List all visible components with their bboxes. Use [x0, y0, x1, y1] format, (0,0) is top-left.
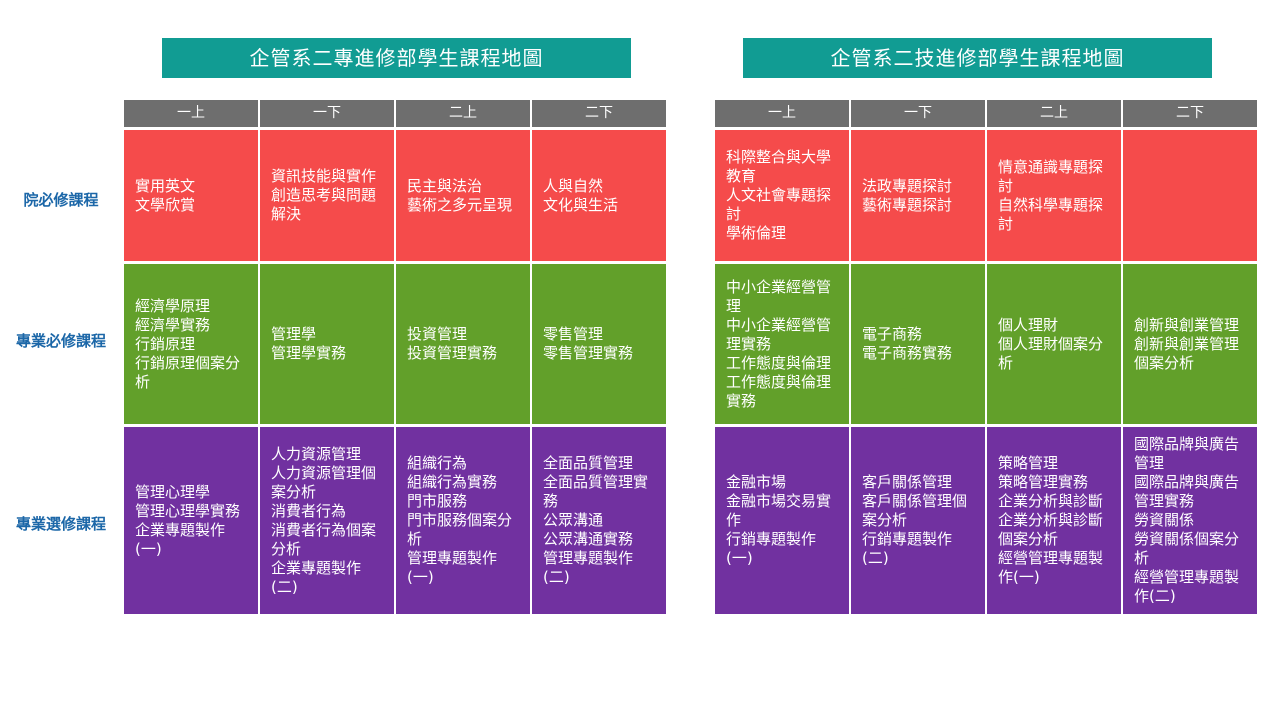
course-cell-college-required: 科際整合與大學教育 人文社會專題探討 學術倫理	[715, 130, 849, 261]
course-cell-major-required: 投資管理 投資管理實務	[396, 264, 530, 424]
semester-header: 二下	[532, 100, 666, 127]
course-cell-major-required: 電子商務 電子商務實務	[851, 264, 985, 424]
course-cell-major-required: 零售管理 零售管理實務	[532, 264, 666, 424]
course-cell-major-required: 中小企業經營管理 中小企業經營管理實務 工作態度與倫理 工作態度與倫理實務	[715, 264, 849, 424]
semester-header: 一上	[124, 100, 258, 127]
semester-header: 二上	[396, 100, 530, 127]
course-cell-college-required: 法政專題探討 藝術專題探討	[851, 130, 985, 261]
semester-header: 一下	[851, 100, 985, 127]
course-cell-major-elective: 金融市場 金融市場交易實作 行銷專題製作 (一)	[715, 427, 849, 614]
course-cell-major-elective: 國際品牌與廣告管理 國際品牌與廣告管理實務 勞資關係 勞資關係個案分析 經營管理…	[1123, 427, 1257, 614]
semester-header: 二上	[987, 100, 1121, 127]
course-grid-two-year-college: 一上 一下 二上 二下 實用英文 文學欣賞 資訊技能與實作 創造思考與問題解決 …	[124, 100, 666, 614]
course-cell-major-elective: 人力資源管理 人力資源管理個案分析 消費者行為 消費者行為個案分析 企業專題製作…	[260, 427, 394, 614]
course-cell-college-required	[1123, 130, 1257, 261]
course-cell-major-elective: 組織行為 組織行為實務 門市服務 門市服務個案分析 管理專題製作 (一)	[396, 427, 530, 614]
course-cell-college-required: 民主與法治 藝術之多元呈現	[396, 130, 530, 261]
course-cell-major-elective: 客戶關係管理 客戶關係管理個案分析 行銷專題製作 (二)	[851, 427, 985, 614]
course-cell-major-required: 創新與創業管理 創新與創業管理個案分析	[1123, 264, 1257, 424]
course-cell-major-required: 經濟學原理 經濟學實務 行銷原理 行銷原理個案分析	[124, 264, 258, 424]
row-label-major-required: 專業必修課程	[15, 332, 106, 350]
course-cell-major-elective: 管理心理學 管理心理學實務 企業專題製作 (一)	[124, 427, 258, 614]
course-cell-college-required: 人與自然 文化與生活	[532, 130, 666, 261]
row-label-major-elective: 專業選修課程	[15, 515, 106, 533]
course-cell-college-required: 實用英文 文學欣賞	[124, 130, 258, 261]
semester-header: 二下	[1123, 100, 1257, 127]
semester-header: 一上	[715, 100, 849, 127]
course-cell-college-required: 情意通識專題探討 自然科學專題探討	[987, 130, 1121, 261]
row-label-college-required: 院必修課程	[23, 191, 99, 209]
course-grid-two-year-technical: 一上 一下 二上 二下 科際整合與大學教育 人文社會專題探討 學術倫理 法政專題…	[715, 100, 1257, 614]
title-two-year-college: 企管系二專進修部學生課程地圖	[162, 38, 631, 78]
semester-header: 一下	[260, 100, 394, 127]
title-two-year-technical: 企管系二技進修部學生課程地圖	[743, 38, 1212, 78]
course-cell-major-required: 管理學 管理學實務	[260, 264, 394, 424]
course-cell-major-elective: 全面品質管理 全面品質管理實務 公眾溝通 公眾溝通實務 管理專題製作 (二)	[532, 427, 666, 614]
course-cell-college-required: 資訊技能與實作 創造思考與問題解決	[260, 130, 394, 261]
course-cell-major-elective: 策略管理 策略管理實務 企業分析與診斷 企業分析與診斷個案分析 經營管理專題製作…	[987, 427, 1121, 614]
course-cell-major-required: 個人理財 個人理財個案分析	[987, 264, 1121, 424]
